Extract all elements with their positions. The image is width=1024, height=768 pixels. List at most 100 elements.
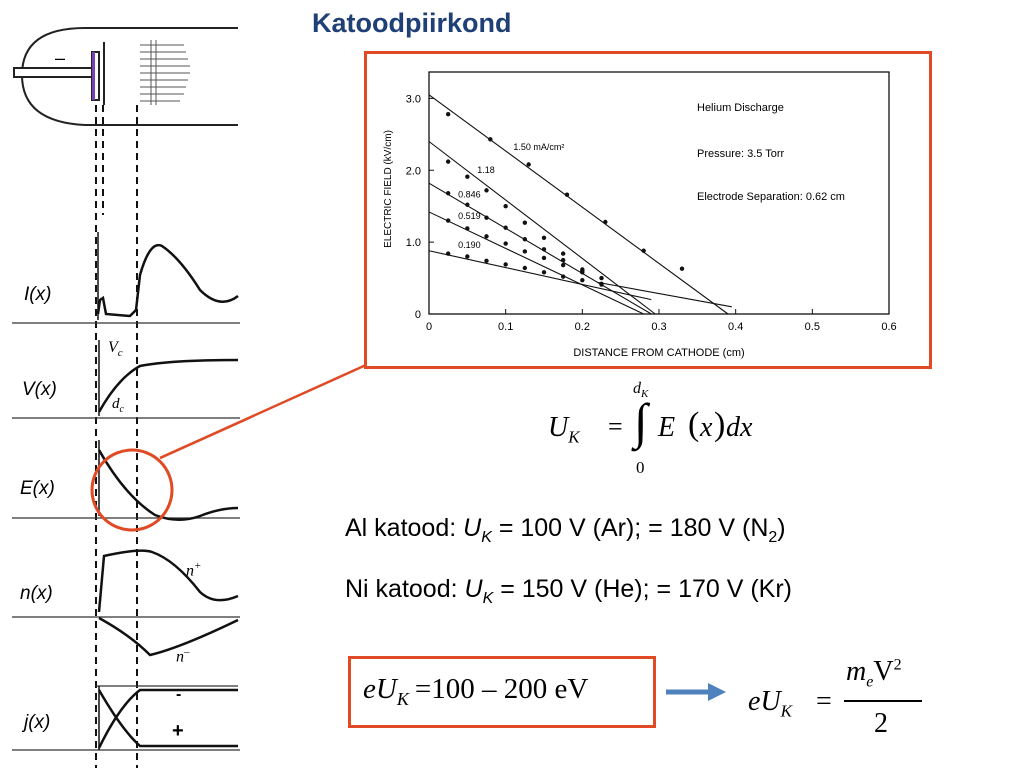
series-line — [428, 94, 729, 315]
integrand-arg: x — [700, 412, 713, 443]
series-label: 1.18 — [477, 165, 495, 175]
data-point — [522, 220, 528, 225]
integrand: E — [658, 412, 676, 443]
data-point — [580, 278, 585, 283]
ion-density-curve — [97, 549, 239, 613]
data-point — [465, 202, 470, 207]
integral-formula: UK = dK ∫ 0 E ( x ) dx — [548, 380, 788, 480]
chart-annotation: Helium Discharge — [697, 102, 784, 114]
y-axis-label: ELECTRIC FIELD (kV/cm) — [383, 130, 394, 248]
energy-range-box: eUK=100 – 200 eV — [348, 656, 656, 728]
label-current: j(x) — [24, 712, 51, 733]
x-tick-label: 0.5 — [805, 321, 820, 333]
data-point — [526, 162, 531, 167]
label-field: E(x) — [20, 478, 55, 499]
data-point — [560, 251, 566, 256]
x-tick-label: 0.4 — [728, 321, 743, 333]
y-tick-label: 0 — [415, 309, 421, 321]
x-axis-label: DISTANCE FROM CATHODE (cm) — [573, 347, 744, 359]
cathode-profile-diagram: – — [12, 27, 250, 768]
chart-annotation: Electrode Separation: 0.62 cm — [697, 191, 845, 203]
intensity-curve — [96, 243, 239, 318]
data-point — [560, 257, 566, 263]
ke-lhs: eUK — [748, 686, 793, 721]
data-point — [445, 191, 451, 196]
integral-sign: ∫ — [634, 393, 648, 449]
formula-lhs: UK — [548, 412, 580, 447]
arrow-icon — [666, 683, 726, 701]
x-tick-label: 0.3 — [651, 321, 666, 333]
data-point — [465, 226, 470, 231]
data-point — [484, 215, 489, 220]
data-point — [445, 251, 451, 256]
integral-lower: 0 — [636, 458, 645, 477]
paren-right: ) — [714, 406, 726, 443]
current-density-plus-curve — [97, 689, 238, 748]
data-point — [522, 265, 528, 271]
data-point — [503, 262, 508, 267]
series-line — [428, 250, 652, 301]
data-point — [564, 192, 570, 197]
connector-line-ext — [160, 363, 367, 460]
field-curve — [97, 449, 239, 521]
data-point — [560, 262, 566, 268]
page-title: Katoodpiirkond — [312, 8, 512, 38]
highlight-circle — [90, 448, 174, 532]
data-point — [580, 270, 585, 275]
integrand-dx: dx — [726, 412, 753, 443]
data-point — [445, 111, 451, 117]
label-potential: V(x) — [22, 379, 57, 400]
data-point — [503, 203, 508, 209]
j-minus-label: - — [176, 686, 182, 703]
data-point — [603, 219, 608, 225]
series-label: 0.190 — [458, 240, 481, 250]
ke-denominator: 2 — [874, 708, 888, 739]
paren-left: ( — [688, 406, 700, 443]
data-point — [541, 247, 547, 252]
series-line — [428, 141, 656, 315]
negative-glow-lines — [140, 40, 190, 105]
tube-minus-sign: – — [55, 48, 65, 68]
potential-curve — [97, 358, 239, 413]
x-tick-label: 0 — [426, 321, 432, 333]
label-density: n(x) — [20, 583, 53, 604]
data-point — [541, 235, 547, 241]
label-intensity: I(x) — [24, 284, 52, 305]
j-plus-label: + — [172, 720, 184, 742]
y-tick-label: 2.0 — [406, 165, 421, 177]
current-density-minus-curve — [97, 688, 238, 749]
discharge-tube — [13, 27, 238, 126]
series-label: 0.846 — [458, 190, 481, 200]
data-point — [445, 159, 451, 164]
data-point — [488, 137, 493, 142]
dc-label: dc — [112, 396, 124, 415]
data-point — [541, 270, 547, 275]
ke-numerator: meV2 — [846, 656, 902, 691]
data-point — [641, 248, 646, 253]
ke-eq: = — [816, 686, 832, 717]
data-point — [560, 274, 566, 279]
electron-density-curve — [98, 616, 239, 657]
boundary-dashed-lines — [95, 105, 138, 768]
data-point — [679, 266, 685, 271]
data-point — [484, 234, 489, 239]
data-point — [465, 254, 470, 259]
al-cathode-line: Al katood: UK = 100 V (Ar); = 180 V (N2) — [345, 514, 786, 546]
data-point — [541, 255, 547, 261]
data-point — [503, 241, 508, 246]
kinetic-energy-formula: eUK = meV2 2 — [748, 656, 938, 756]
x-tick-label: 0.2 — [575, 321, 590, 333]
x-tick-label: 0.6 — [881, 321, 896, 333]
data-point — [465, 174, 470, 179]
x-tick-label: 0.1 — [498, 321, 513, 333]
data-point — [484, 188, 489, 193]
chart-annotation: Pressure: 3.5 Torr — [697, 148, 785, 160]
n-minus-label: n– — [176, 646, 190, 666]
y-tick-label: 1.0 — [406, 237, 421, 249]
data-point — [484, 258, 489, 264]
data-point — [599, 275, 604, 281]
convergence-line — [597, 281, 732, 308]
data-point — [522, 249, 528, 254]
y-tick-label: 3.0 — [406, 93, 421, 105]
